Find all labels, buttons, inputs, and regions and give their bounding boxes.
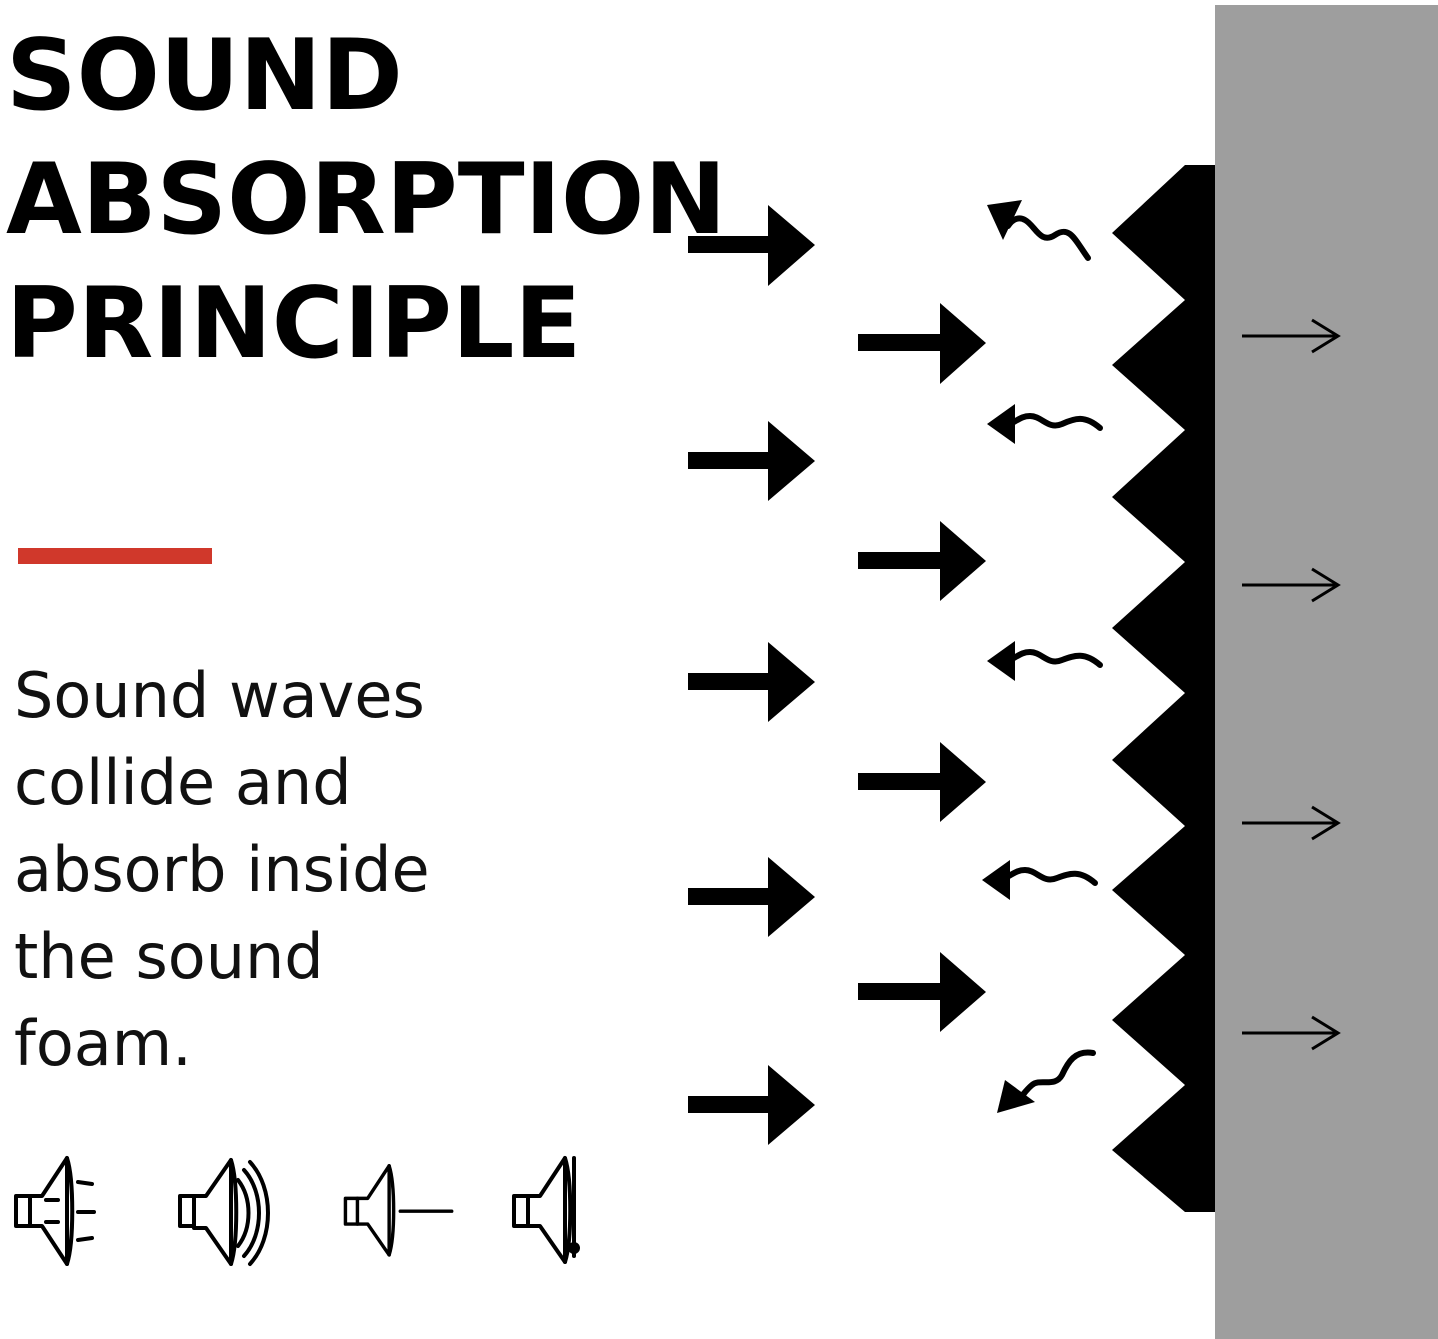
incoming-arrow — [858, 303, 986, 384]
reflected-wave-head — [997, 1080, 1035, 1113]
reflected-wave-head — [987, 200, 1022, 240]
title-line: PRINCIPLE — [6, 267, 582, 381]
transmitted-arrow-head — [1311, 805, 1341, 841]
incoming-arrow — [688, 857, 815, 937]
page-title: SOUND ABSORPTION PRINCIPLE — [6, 14, 726, 386]
transmitted-arrows — [1242, 318, 1341, 1051]
transmitted-arrow-head — [1311, 1015, 1341, 1051]
incoming-arrow — [688, 421, 815, 501]
reflected-wave-head — [987, 404, 1015, 444]
description-line: foam. — [14, 1007, 192, 1080]
reflected-wave-head — [987, 641, 1015, 681]
description: Sound waves collide and absorb inside th… — [14, 652, 430, 1087]
speaker-muted-icon — [14, 1156, 96, 1266]
description-line: the sound — [14, 920, 324, 993]
transmitted-arrow-head — [1311, 567, 1341, 603]
wall — [1215, 5, 1438, 1339]
accent-divider — [18, 548, 212, 564]
incoming-arrow — [688, 205, 815, 286]
reflected-wave — [1009, 412, 1103, 431]
incoming-arrow — [858, 521, 986, 601]
incoming-arrow — [688, 1065, 815, 1145]
speaker-blocked-icon — [512, 1156, 580, 1264]
reflected-waves — [982, 200, 1103, 1113]
incoming-arrow — [858, 952, 986, 1032]
reflected-wave-head — [982, 860, 1010, 900]
description-line: absorb inside — [14, 833, 430, 906]
title-line: ABSORPTION — [6, 143, 727, 257]
description-line: Sound waves — [14, 659, 425, 732]
reflected-wave — [1005, 215, 1091, 261]
reflected-wave — [1017, 1049, 1096, 1101]
speaker-sound-waves-icon — [178, 1158, 270, 1266]
description-line: collide and — [14, 746, 352, 819]
sound-foam-panel — [1112, 165, 1215, 1212]
incoming-arrow — [858, 742, 986, 822]
title-line: SOUND — [6, 19, 403, 133]
speaker-line-icon — [343, 1164, 454, 1257]
reflected-wave — [1004, 866, 1098, 886]
incoming-arrow — [688, 642, 815, 722]
transmitted-arrow-head — [1311, 318, 1341, 354]
reflected-wave — [1009, 648, 1103, 668]
incoming-arrows — [688, 205, 986, 1145]
